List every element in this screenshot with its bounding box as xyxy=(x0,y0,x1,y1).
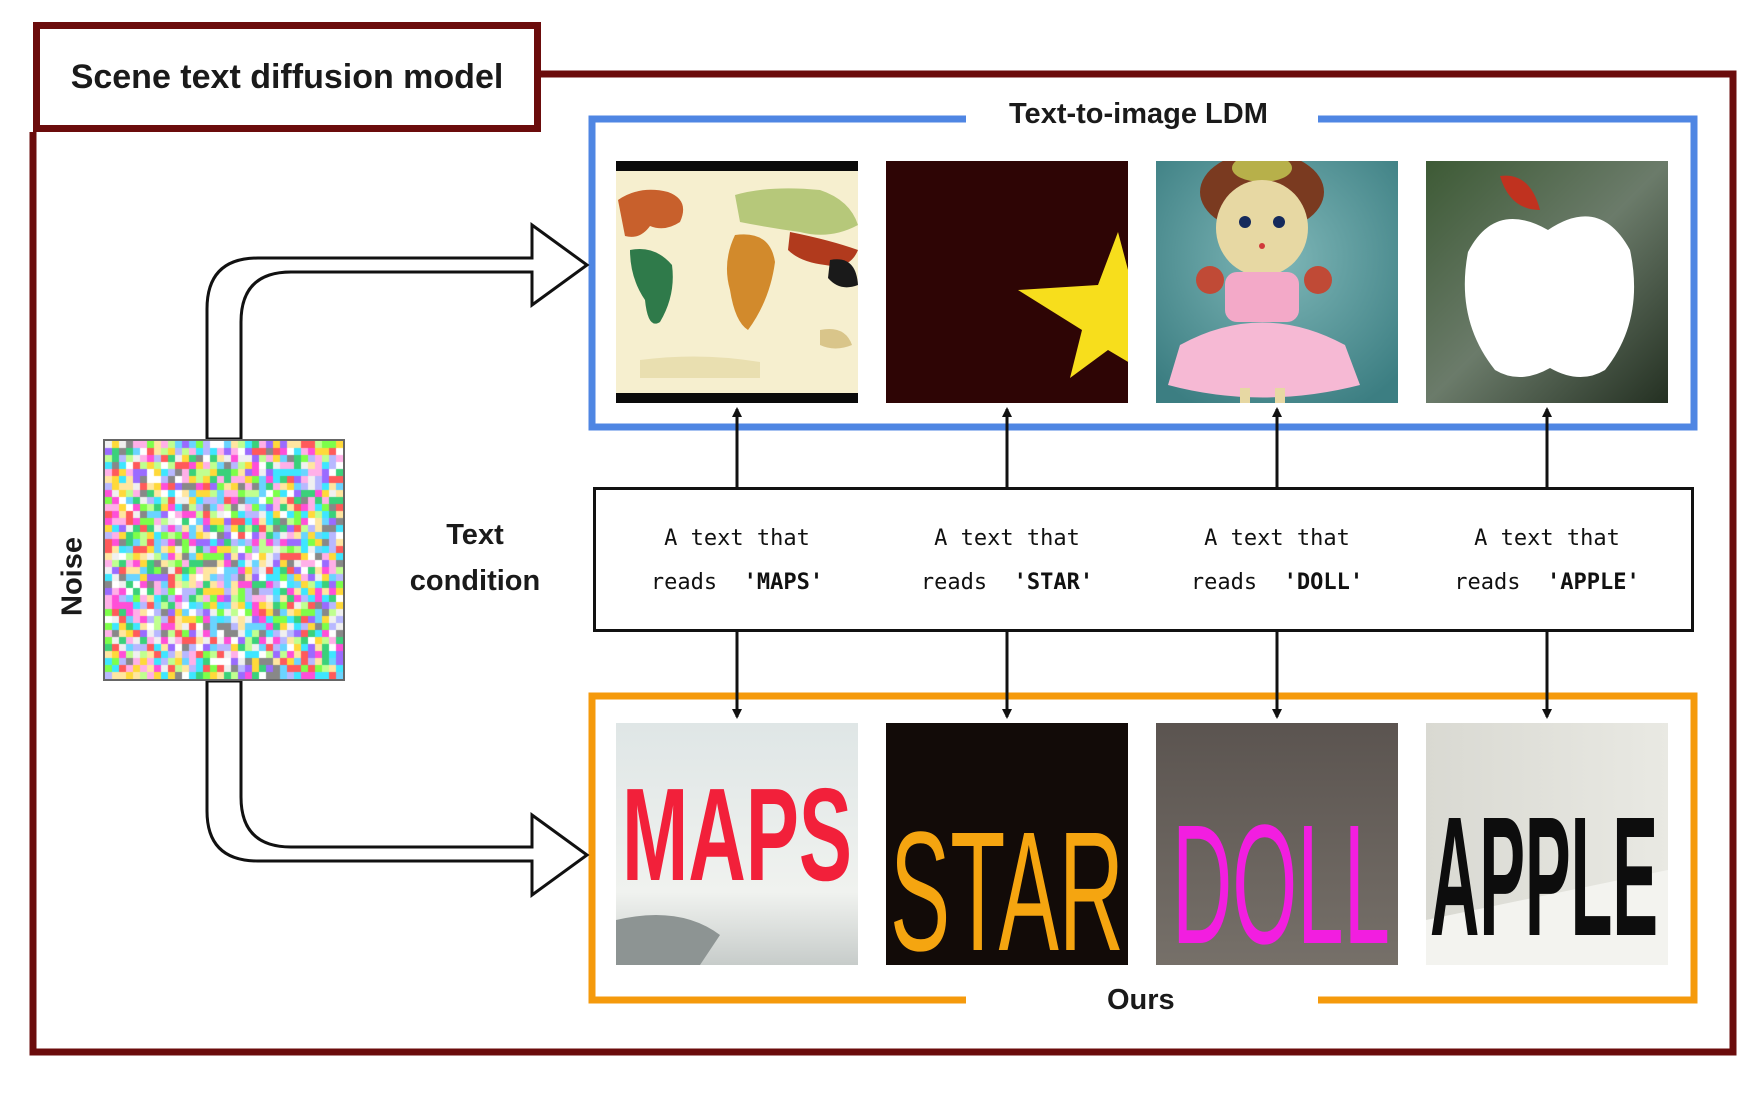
text-condition-line2: condition xyxy=(409,565,541,597)
text-condition-box: A text that reads 'MAPS' A text that rea… xyxy=(593,487,1694,632)
noise-image xyxy=(103,439,345,681)
prompt-line2: reads 'STAR' xyxy=(897,570,1117,595)
ldm-frame xyxy=(588,115,1698,431)
prompt-apple: A text that reads 'APPLE' xyxy=(1437,490,1657,635)
title-box: Scene text diffusion model xyxy=(33,22,541,132)
prompt-word: 'APPLE' xyxy=(1547,570,1640,595)
outer-frame xyxy=(29,70,1737,1056)
ours-image-doll: DOLL xyxy=(1156,723,1398,980)
prompt-line2: reads 'DOLL' xyxy=(1167,570,1387,595)
text-condition-label: Text condition xyxy=(395,512,555,604)
ldm-image-apple xyxy=(1426,161,1668,403)
ours-image-maps: MAPS xyxy=(616,723,858,965)
prompt-word: 'MAPS' xyxy=(743,570,824,595)
ours-word-doll: DOLL xyxy=(1172,790,1390,980)
prompt-doll: A text that reads 'DOLL' xyxy=(1167,490,1387,635)
prompt-line2: reads 'APPLE' xyxy=(1437,570,1657,595)
noise-label: Noise xyxy=(56,537,89,616)
text-condition-line1: Text xyxy=(446,519,504,551)
ours-image-apple: APPLE xyxy=(1426,723,1668,972)
ldm-image-doll xyxy=(1156,161,1398,403)
prompt-maps: A text that reads 'MAPS' xyxy=(627,490,847,635)
prompt-word: 'DOLL' xyxy=(1283,570,1364,595)
ldm-image-star xyxy=(886,161,1128,403)
ours-group-label: Ours xyxy=(1093,984,1189,1017)
prompt-line1: A text that xyxy=(664,526,810,551)
prompt-line1: A text that xyxy=(1474,526,1620,551)
diagram-title: Scene text diffusion model xyxy=(70,57,504,96)
prompt-word: 'STAR' xyxy=(1013,570,1094,595)
ours-frame xyxy=(588,692,1698,1004)
ldm-group-label: Text-to-image LDM xyxy=(995,98,1282,131)
noise-to-ours-arrow xyxy=(205,679,590,898)
ldm-image-maps xyxy=(616,161,858,403)
ours-image-star: STAR xyxy=(886,723,1128,987)
noise-to-ldm-arrow xyxy=(205,222,590,441)
ours-word-star: STAR xyxy=(890,797,1124,987)
prompt-reads: reads xyxy=(920,570,988,595)
prompt-line1: A text that xyxy=(1204,526,1350,551)
prompt-line1: A text that xyxy=(934,526,1080,551)
prompt-reads: reads xyxy=(1454,570,1521,595)
prompt-line2: reads 'MAPS' xyxy=(627,570,847,595)
ours-word-maps: MAPS xyxy=(622,761,852,908)
prompt-reads: reads xyxy=(650,570,718,595)
prompt-star: A text that reads 'STAR' xyxy=(897,490,1117,635)
prompt-reads: reads xyxy=(1190,570,1258,595)
ours-word-apple: APPLE xyxy=(1430,782,1658,972)
